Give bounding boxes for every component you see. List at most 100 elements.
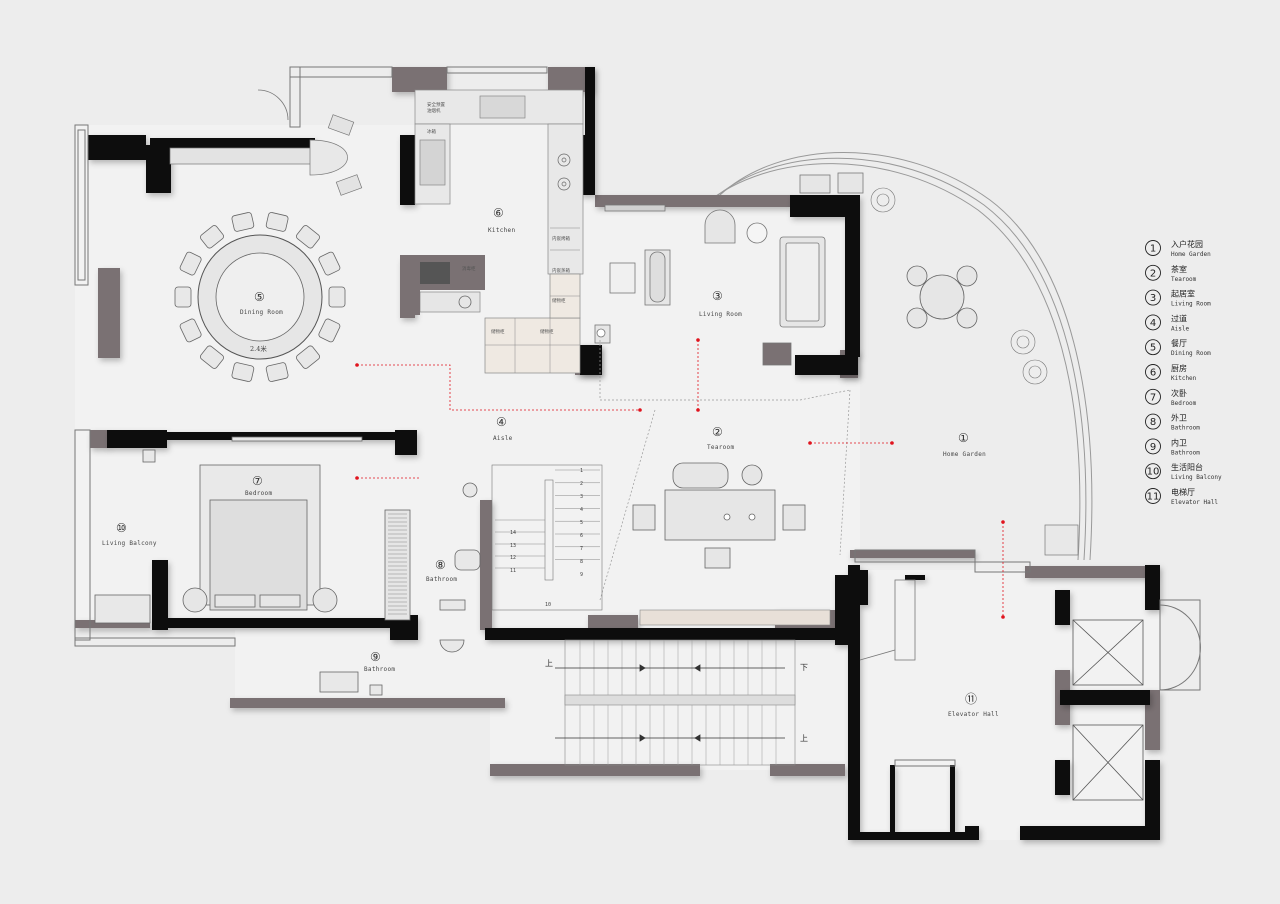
kitchen-label-1: 安全预置 (427, 101, 445, 108)
legend-en: Aisle (1171, 325, 1189, 332)
room-8-name: Bathroom (426, 576, 457, 583)
stair-down-label: 下 (800, 663, 808, 672)
legend-cn: 厨房 (1171, 363, 1187, 373)
legend-marker (1145, 364, 1161, 380)
dining-chair (231, 212, 255, 232)
stove-burners (557, 153, 571, 191)
kitchen-label-6: 内嵌烤箱 (552, 235, 570, 242)
kitchen-label-3: 消毒柜 (462, 265, 476, 272)
kitchen-counters (414, 89, 584, 374)
kitchen-label-4: 储物柜 (491, 328, 505, 335)
room-10-number: ⑩ (116, 521, 127, 535)
legend-en: Bathroom (1171, 449, 1200, 456)
living-furniture (594, 172, 864, 366)
legend-number: 3 (1150, 293, 1156, 304)
legend-en: Tearoom (1171, 276, 1197, 283)
legend-en: Bathroom (1171, 425, 1200, 432)
red-dimension-lines (357, 340, 1004, 617)
room-labels: ① Home Garden ② Tearoom ③ Living Room ④ … (102, 206, 999, 718)
room-11-name: Elevator Hall (948, 711, 999, 718)
legend-marker (1145, 488, 1161, 504)
room-6-number: ⑥ (493, 206, 504, 220)
legend-en: Kitchen (1171, 375, 1197, 382)
dining-chair (179, 318, 202, 343)
dining-chair (200, 345, 224, 369)
legend-marker (1145, 264, 1161, 281)
dining-chair (231, 362, 255, 382)
kitchen-label-7: 内嵌蒸箱 (552, 267, 570, 274)
kitchen-label-2: 冰箱 (427, 128, 436, 135)
legend-marker (1145, 289, 1161, 306)
room-9-number: ⑨ (370, 650, 381, 664)
kitchen-grid (485, 227, 580, 373)
room-2-number: ② (712, 425, 723, 439)
legend-number: 9 (1150, 442, 1156, 453)
public-stair-steps (579, 640, 777, 765)
legend-en: Dining Room (1171, 350, 1211, 357)
legend-number: 10 (1147, 467, 1160, 478)
legend-marker (1145, 413, 1161, 430)
legend-number: 11 (1147, 492, 1160, 503)
legend-marker (1145, 463, 1161, 480)
stair-step-number: 14 (510, 530, 516, 536)
dining-chair (265, 362, 289, 382)
legend-cn: 茶室 (1171, 264, 1187, 274)
door-swing (257, 89, 289, 121)
stair-step-number: 4 (580, 507, 583, 513)
legend-marker (1145, 438, 1161, 455)
stair-up-label-bottom: 上 (800, 734, 808, 743)
elevator-bay-arc (1159, 604, 1201, 691)
legend-number: 4 (1150, 318, 1156, 329)
stair-step-number: 10 (545, 602, 551, 608)
kitchen-label-8: 储物柜 (552, 297, 566, 304)
room-9-name: Bathroom (364, 666, 395, 673)
red-dimension-dots (355, 338, 1005, 619)
path-lines (599, 340, 851, 601)
kitchen-label-5: 储物柜 (540, 328, 554, 335)
dining-chair (318, 251, 341, 276)
legend-marker (1145, 339, 1161, 356)
legend-cn: 内卫 (1171, 437, 1187, 447)
public-stair-arrows (555, 664, 785, 742)
dining-chair (318, 318, 341, 343)
room-5-name: Dining Room (240, 309, 283, 316)
stair-step-number: 13 (510, 543, 516, 549)
kitchen-black-unit (400, 255, 485, 315)
legend-en: Elevator Hall (1171, 499, 1218, 506)
bedroom-furniture (182, 436, 411, 621)
legend-en: Bedroom (1171, 400, 1197, 407)
dining-chairs (174, 212, 346, 382)
room-10-name: Living Balcony (102, 540, 157, 547)
stair-step-number: 7 (580, 546, 583, 552)
legend-number: 1 (1150, 244, 1156, 255)
legend-en: Living Room (1171, 301, 1211, 308)
black-walls (88, 67, 1160, 840)
tea-cabinet (639, 609, 831, 626)
dining-chair (296, 345, 320, 369)
stair-step-number: 2 (580, 481, 583, 487)
legend-marker (1145, 388, 1161, 405)
legend-cn: 餐厅 (1171, 339, 1187, 348)
room-4-number: ④ (496, 415, 507, 429)
legend-cn: 外卫 (1171, 413, 1187, 423)
table-size-label: 2.4米 (250, 344, 267, 353)
garden-arc (703, 152, 1093, 561)
room-11-number: ⑪ (965, 692, 977, 706)
legend-cn: 电梯厅 (1171, 487, 1195, 497)
legend-number: 6 (1150, 368, 1156, 379)
room-1-name: Home Garden (943, 451, 986, 458)
legend-cn: 次卧 (1171, 388, 1187, 398)
room-3-number: ③ (712, 289, 723, 303)
stair-step-number: 1 (580, 468, 583, 474)
legend-en: Home Garden (1171, 251, 1211, 258)
dining-chair (174, 286, 192, 308)
interior-stair (491, 464, 603, 611)
legend-number: 8 (1150, 417, 1156, 428)
stair-step-number: 9 (580, 572, 583, 578)
legend-number: 7 (1150, 392, 1156, 403)
stair-step-number: 5 (580, 520, 583, 526)
elevator-hall-walls (859, 579, 916, 661)
